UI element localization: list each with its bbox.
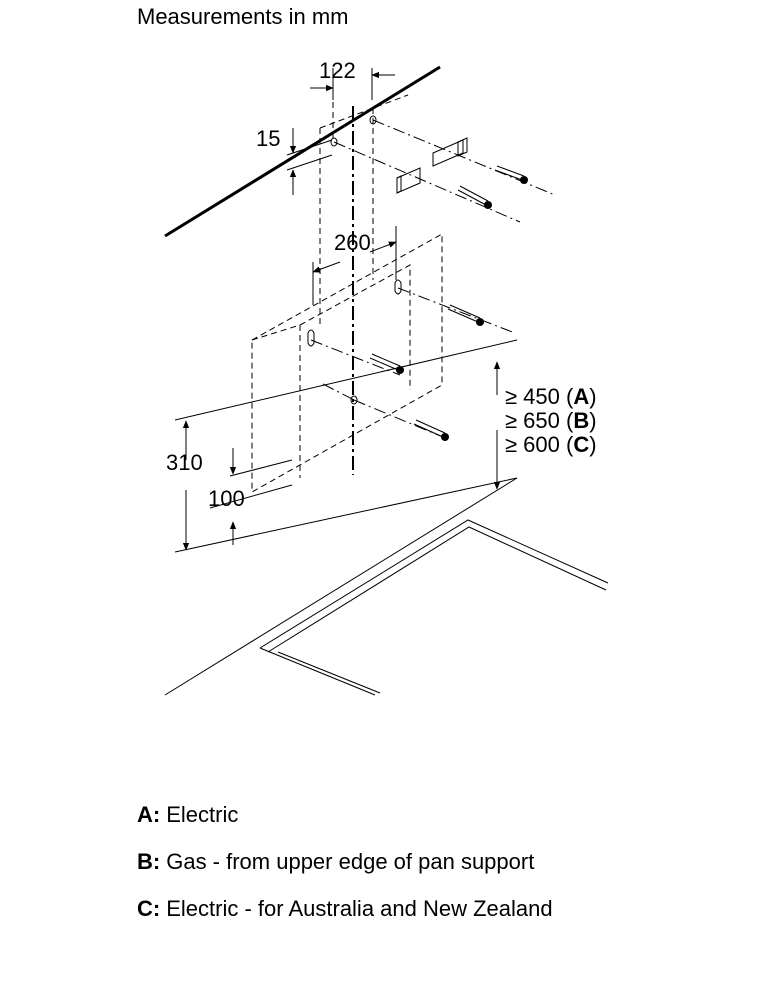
ceiling-line: [164, 65, 441, 238]
dimension-15: 15: [256, 126, 333, 195]
cooktop: [164, 477, 609, 696]
upper-screws: [457, 165, 528, 209]
dimension-260: 260: [312, 226, 397, 305]
dimension-310: 310: [166, 420, 203, 551]
mounting-bracket-right: [432, 137, 468, 167]
clearance-c: ≥ 600 (C): [505, 432, 597, 457]
clearance-b: ≥ 650 (B): [505, 408, 597, 433]
legend-item-b: B:Gas - from upper edge of pan support: [137, 849, 535, 874]
dimension-15-label: 15: [256, 126, 280, 151]
hood-outline: [251, 233, 443, 493]
upper-projection-lines: [333, 119, 556, 223]
legend-item-a: A:Electric: [137, 802, 239, 827]
page-title: Measurements in mm: [137, 4, 349, 29]
dimension-122-label: 122: [319, 58, 356, 83]
dimension-100-label: 100: [208, 486, 245, 511]
legend-item-c: C:Electric - for Australia and New Zeala…: [137, 896, 553, 921]
hood-bottom-lines: [174, 339, 518, 553]
clearance-labels: ≥ 450 (A) ≥ 650 (B) ≥ 600 (C): [505, 384, 597, 457]
clearance-a: ≥ 450 (A): [505, 384, 597, 409]
lower-holes: [307, 279, 402, 405]
mounting-bracket-left: [396, 167, 421, 194]
upper-holes: [330, 115, 377, 147]
dimension-122: 122: [310, 58, 395, 100]
lower-projection-lines: [310, 287, 516, 441]
dimension-260-label: 260: [334, 230, 371, 255]
lower-screws: [369, 304, 484, 441]
dimension-100: 100: [208, 448, 245, 545]
dimension-310-label: 310: [166, 450, 203, 475]
